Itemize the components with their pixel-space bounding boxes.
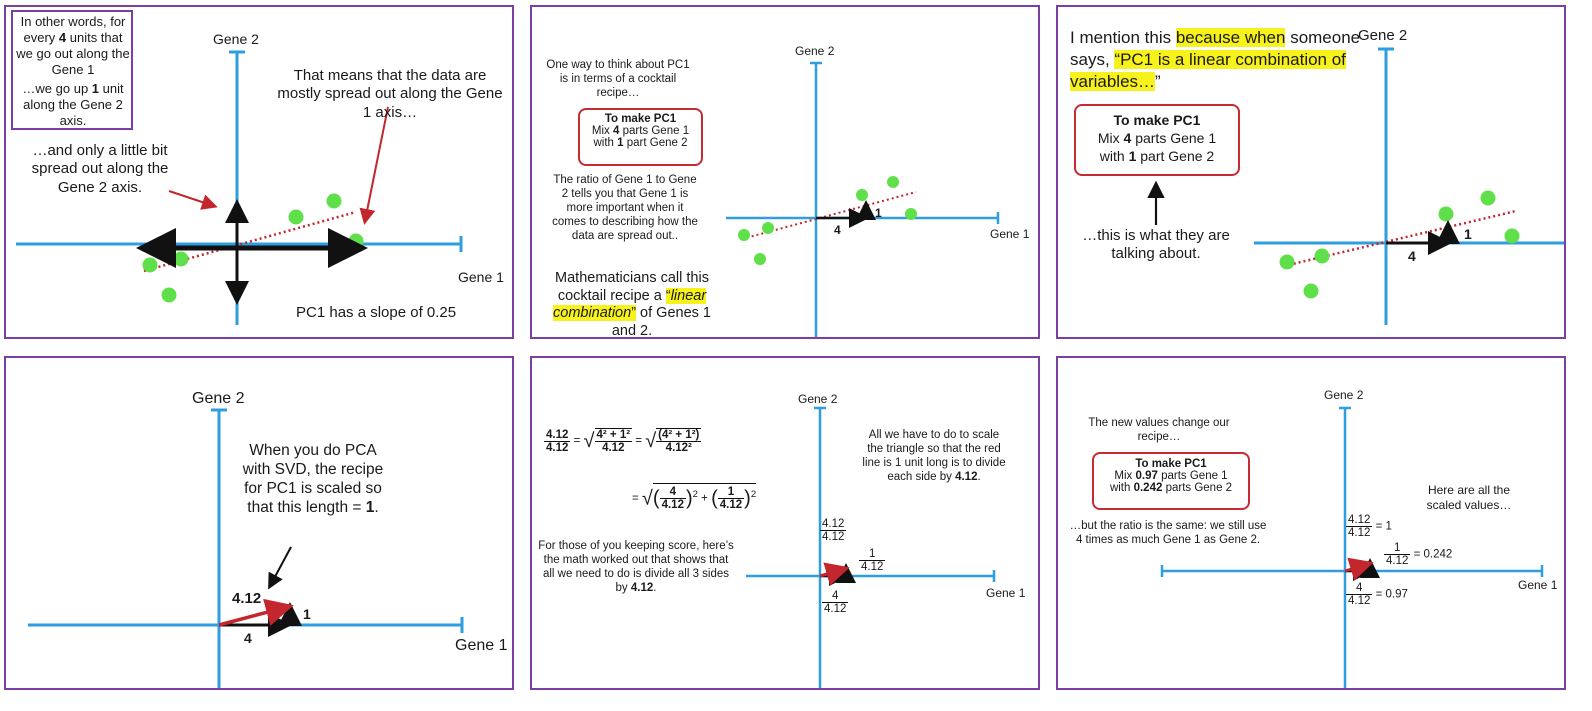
- little-spread-caption: …and only a little bit spread out along …: [31, 142, 169, 196]
- data-point: [142, 257, 158, 273]
- data-point: [326, 193, 342, 209]
- svd-caption: When you do PCA with SVD, the recipe for…: [242, 442, 384, 516]
- data-point: [1438, 206, 1454, 222]
- recipe-box: To make PC1 Mix 4 parts Gene 1 with 1 pa…: [578, 108, 703, 166]
- hypotenuse-label: 4.12: [232, 590, 262, 607]
- ratio-caption: The ratio of Gene 1 to Gene 2 tells you …: [552, 174, 698, 243]
- gene1-label: Gene 1: [1518, 578, 1558, 592]
- recipe-title: To make PC1: [1113, 112, 1201, 128]
- pointer-arrow: [168, 190, 218, 210]
- panel-svd-scaling: Gene 2 Gene 1 When you do PCA with SVD, …: [4, 356, 514, 690]
- data-point: [1303, 283, 1319, 299]
- panel-scaling-math-graphic: [746, 406, 996, 688]
- run-label: 4: [1408, 248, 1416, 264]
- data-point: [161, 287, 177, 303]
- data-point: [905, 208, 917, 220]
- recipe-box: To make PC1 Mix 0.97 parts Gene 1 with 0…: [1092, 452, 1250, 510]
- gene2-label: Gene 2: [213, 31, 259, 47]
- data-point: [754, 253, 766, 265]
- panel-cocktail-graphic: [726, 61, 1000, 337]
- data-point: [288, 209, 304, 225]
- same-ratio-caption: …but the ratio is the same: we still use…: [1069, 520, 1267, 547]
- explanation-text-a: In other words, for every 4 units that w…: [16, 14, 130, 77]
- data-point: [1504, 228, 1520, 244]
- gene2-label: Gene 2: [192, 390, 245, 407]
- pointer-arrow: [359, 106, 389, 225]
- gene2-label: Gene 2: [798, 392, 838, 406]
- talking-caption: …this is what they are talking about.: [1082, 227, 1230, 263]
- rise-label: 1: [1464, 226, 1472, 242]
- panel-svd-scaling-graphic: [28, 408, 464, 688]
- panel-linear-combination-graphic: [1147, 47, 1564, 325]
- data-point: [1480, 190, 1496, 206]
- recipe-box: To make PC1 Mix 4 parts Gene 1 with 1 pa…: [1074, 104, 1240, 176]
- scaled-values-caption: Here are all the scaled values…: [1426, 483, 1512, 512]
- cocktail-intro: One way to think about PC1 is in terms o…: [546, 59, 690, 100]
- data-point: [738, 229, 750, 241]
- gene1-label: Gene 1: [990, 227, 1030, 241]
- explanation-text-b: …we go up 1 unit along the Gene 2 axis.: [22, 81, 124, 128]
- slope-caption: PC1 has a slope of 0.25: [296, 304, 457, 321]
- new-values-caption: The new values change our recipe…: [1088, 417, 1230, 444]
- data-point: [173, 251, 189, 267]
- keeping-score-caption: For those of you keeping score, here’s t…: [538, 540, 734, 595]
- explanation-box: [11, 10, 133, 130]
- pc1-unit-vector: [218, 598, 294, 627]
- gene2-label: Gene 2: [1358, 27, 1408, 44]
- rise-label: 1: [303, 606, 311, 622]
- run-label: 4: [834, 223, 841, 237]
- panel-linear-combination: I mention this because when someone says…: [1056, 5, 1566, 339]
- rise-label: 1: [875, 206, 882, 220]
- gene2-label: Gene 2: [1324, 388, 1364, 402]
- gene1-label: Gene 1: [455, 637, 508, 654]
- scale-triangle-caption: All we have to do to scale the triangle …: [862, 429, 1006, 484]
- mention-caption: I mention this because when someone says…: [1070, 28, 1361, 91]
- gene1-label: Gene 1: [986, 586, 1026, 600]
- run-label: 4: [244, 630, 252, 646]
- pc1-unit-vector: [819, 562, 850, 586]
- panel-scaled-recipe: The new values change our recipe… To mak…: [1056, 356, 1566, 690]
- linear-combination-caption: Mathematicians call this cocktail recipe…: [553, 270, 711, 339]
- panel-cocktail: One way to think about PC1 is in terms o…: [530, 5, 1040, 339]
- data-point: [887, 176, 899, 188]
- spread-caption: That means that the data are mostly spre…: [277, 67, 503, 121]
- panel-slope: In other words, for every 4 units that w…: [4, 5, 514, 339]
- gene2-label: Gene 2: [795, 44, 835, 58]
- pointer-arrow: [268, 546, 292, 590]
- data-point: [856, 189, 868, 201]
- recipe-title: To make PC1: [1135, 458, 1207, 470]
- data-point: [1279, 254, 1295, 270]
- gene1-label: Gene 1: [458, 269, 504, 285]
- pc1-unit-vector: [1344, 557, 1374, 581]
- data-point: [1314, 248, 1330, 264]
- panel-slope-graphic: [16, 50, 463, 325]
- data-point: [762, 222, 774, 234]
- panel-scaled-recipe-graphic: [1160, 406, 1544, 688]
- recipe-title: To make PC1: [604, 113, 677, 125]
